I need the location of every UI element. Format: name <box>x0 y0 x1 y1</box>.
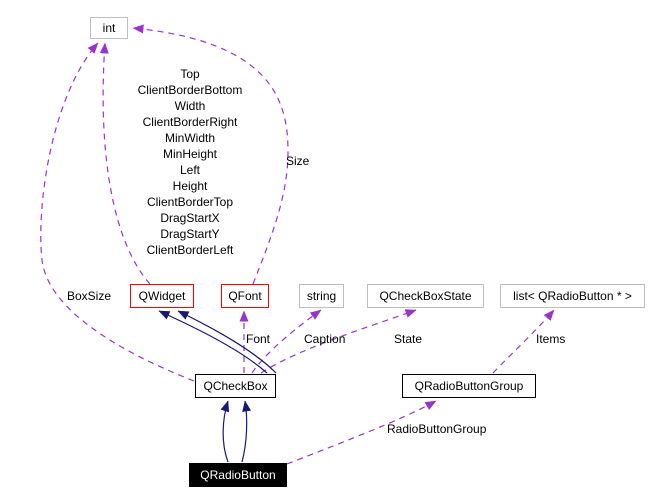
edge-qwidget-int <box>99 42 151 285</box>
edge-label-boxsize: BoxSize <box>67 289 112 303</box>
edge-qcheckbox-qwidget-2 <box>177 310 277 374</box>
edge-qcheckbox-qwidget-1 <box>158 310 268 374</box>
edge-qradiobutton-qcheckbox-1 <box>220 400 230 463</box>
node-qradiobutton[interactable]: QRadioButton <box>189 463 287 487</box>
edge-label-size: Size <box>286 154 310 168</box>
node-qfont[interactable]: QFont <box>221 284 269 308</box>
node-list-qradiobutton[interactable]: list< QRadioButton * > <box>500 284 645 308</box>
edge-qradiobuttongroup-list <box>492 309 555 374</box>
edge-qradiobutton-qradiobuttongroup <box>286 400 437 465</box>
node-int[interactable]: int <box>90 17 128 39</box>
node-qcheckboxstate[interactable]: QCheckBoxState <box>367 284 484 308</box>
edge-qcheckbox-string <box>251 309 322 374</box>
node-qcheckbox[interactable]: QCheckBox <box>195 374 276 398</box>
edge-label-state: State <box>394 332 423 346</box>
edge-label-font: Font <box>246 332 271 346</box>
node-string[interactable]: string <box>299 284 344 308</box>
edge-label-items: Items <box>536 332 566 346</box>
edge-label-qwidget-int-properties: Top ClientBorderBottom Width ClientBorde… <box>137 67 243 257</box>
edge-qcheckbox-qcheckboxstate <box>260 309 417 374</box>
node-qradiobuttongroup[interactable]: QRadioButtonGroup <box>402 374 536 398</box>
node-qwidget[interactable]: QWidget <box>130 284 194 308</box>
edge-qradiobutton-qcheckbox-2 <box>241 400 252 463</box>
edge-qcheckbox-int-boxsize <box>40 42 195 382</box>
edge-label-caption: Caption <box>304 332 346 346</box>
edge-qfont-int-size <box>132 24 289 285</box>
edge-label-radiobuttongroup: RadioButtonGroup <box>387 422 487 436</box>
